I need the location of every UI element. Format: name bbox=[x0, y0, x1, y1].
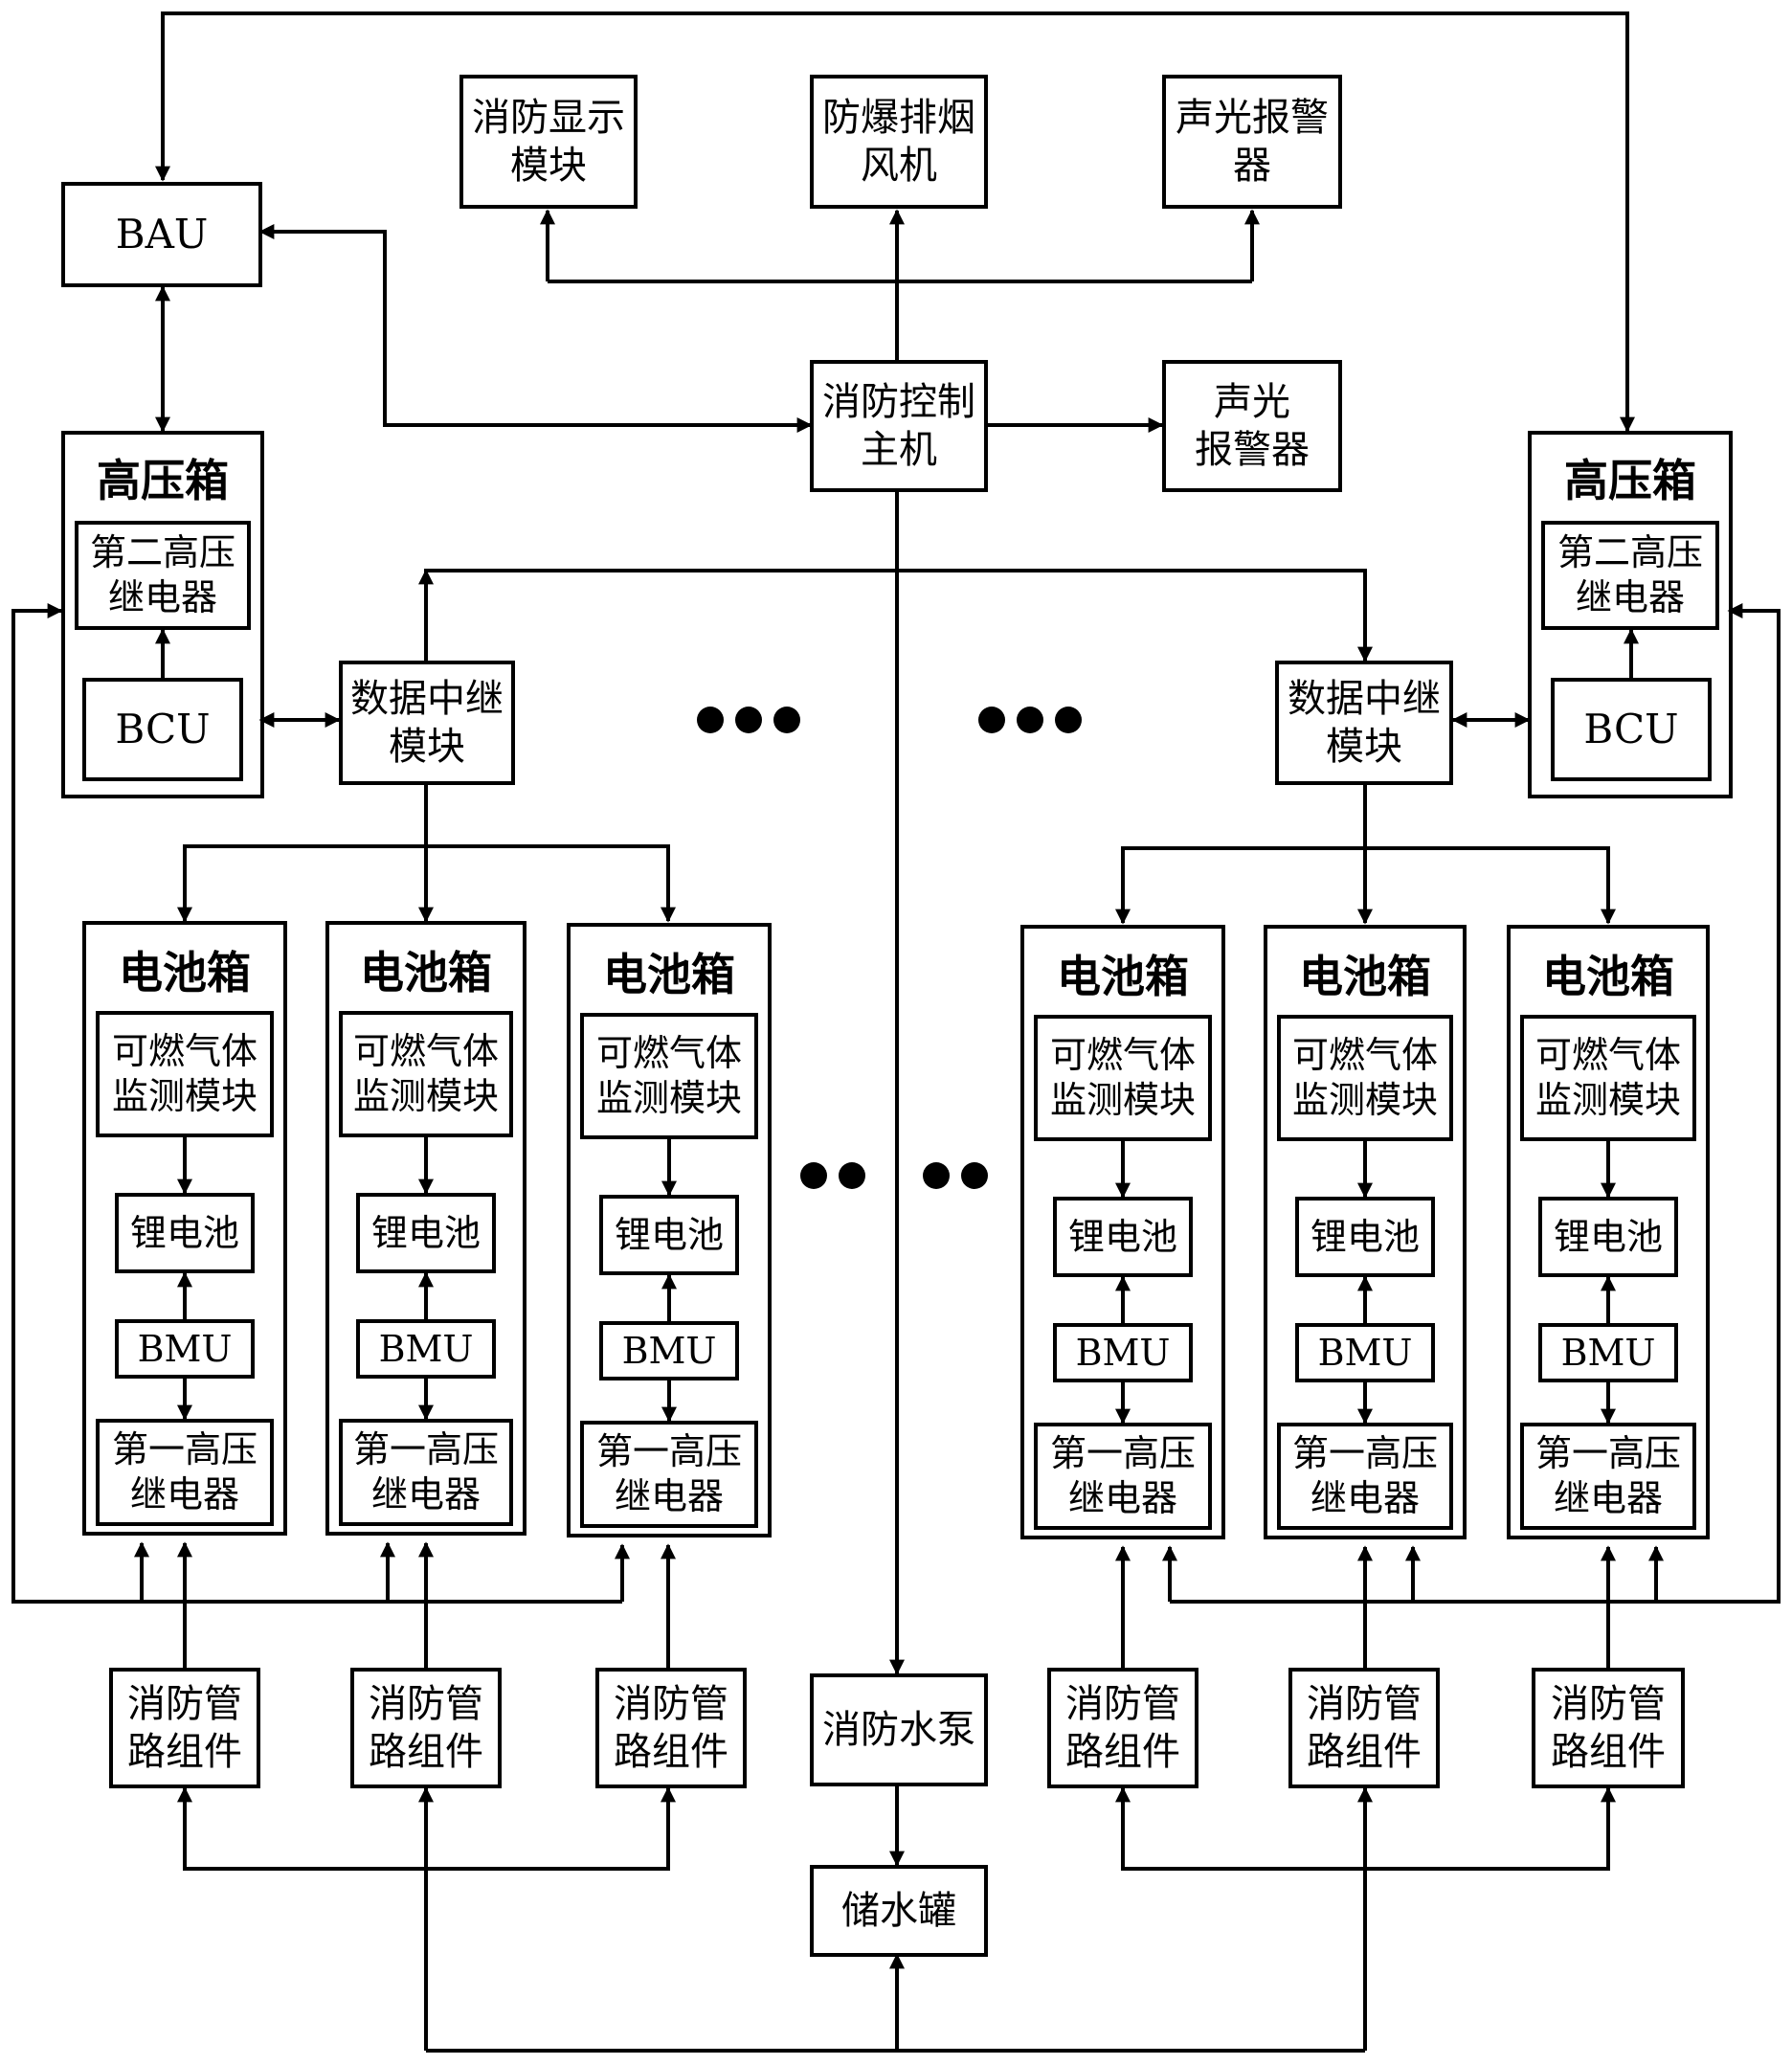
battery-box-title: 电池箱 bbox=[1057, 951, 1189, 1002]
battery-box: 电池箱 bbox=[82, 921, 287, 1536]
ellipsis-dot bbox=[773, 707, 800, 733]
first-hv-relay: 第一高压 继电器 bbox=[580, 1421, 758, 1528]
fire-display-module: 消防显示 模块 bbox=[459, 75, 638, 209]
bmu: BMU bbox=[1053, 1323, 1193, 1382]
ellipsis-dot bbox=[1017, 707, 1043, 733]
battery-box: 电池箱 bbox=[1264, 925, 1467, 1539]
lithium-battery: 锂电池 bbox=[599, 1195, 739, 1275]
fire-pipe-assembly: 消防管 路组件 bbox=[1288, 1668, 1440, 1788]
ellipsis-dot bbox=[735, 707, 762, 733]
first-hv-relay: 第一高压 继电器 bbox=[1034, 1423, 1212, 1530]
ellipsis-dot bbox=[1055, 707, 1082, 733]
combustible-gas-monitor: 可燃气体 监测模块 bbox=[1277, 1015, 1453, 1141]
bmu: BMU bbox=[1538, 1323, 1678, 1382]
combustible-gas-monitor: 可燃气体 监测模块 bbox=[580, 1013, 758, 1139]
ellipsis-dot bbox=[839, 1162, 865, 1189]
fire-pipe-assembly: 消防管 路组件 bbox=[350, 1668, 502, 1788]
battery-box-title: 电池箱 bbox=[1542, 951, 1674, 1002]
first-hv-relay: 第一高压 继电器 bbox=[96, 1419, 274, 1526]
battery-box: 电池箱 bbox=[567, 923, 772, 1538]
bcu-left: BCU bbox=[82, 678, 243, 781]
second-hv-relay-left: 第二高压 继电器 bbox=[75, 521, 251, 630]
high-voltage-box-right: 高压箱 bbox=[1528, 431, 1733, 798]
battery-box: 电池箱 bbox=[1507, 925, 1710, 1539]
battery-box-title: 电池箱 bbox=[1299, 951, 1431, 1002]
high-voltage-box-left: 高压箱 bbox=[61, 431, 264, 798]
ellipsis-dot bbox=[978, 707, 1005, 733]
bmu: BMU bbox=[115, 1319, 255, 1379]
lithium-battery: 锂电池 bbox=[1538, 1197, 1678, 1277]
data-relay-module-right: 数据中继 模块 bbox=[1275, 661, 1453, 785]
lithium-battery: 锂电池 bbox=[115, 1193, 255, 1273]
lithium-battery: 锂电池 bbox=[1053, 1197, 1193, 1277]
bmu: BMU bbox=[1295, 1323, 1435, 1382]
combustible-gas-monitor: 可燃气体 监测模块 bbox=[1520, 1015, 1696, 1141]
battery-box: 电池箱 bbox=[325, 921, 526, 1536]
smoke-exhaust-fan: 防爆排烟 风机 bbox=[810, 75, 988, 209]
fire-pipe-assembly: 消防管 路组件 bbox=[109, 1668, 260, 1788]
fire-pipe-assembly: 消防管 路组件 bbox=[1532, 1668, 1685, 1788]
high-voltage-box-title: 高压箱 bbox=[1564, 455, 1696, 506]
data-relay-module-left: 数据中继 模块 bbox=[339, 661, 515, 785]
combustible-gas-monitor: 可燃气体 监测模块 bbox=[1034, 1015, 1212, 1141]
combustible-gas-monitor: 可燃气体 监测模块 bbox=[339, 1011, 513, 1137]
battery-box-title: 电池箱 bbox=[360, 947, 492, 999]
first-hv-relay: 第一高压 继电器 bbox=[339, 1419, 513, 1526]
lithium-battery: 锂电池 bbox=[356, 1193, 496, 1273]
first-hv-relay: 第一高压 继电器 bbox=[1277, 1423, 1453, 1530]
second-hv-relay-right: 第二高压 继电器 bbox=[1541, 521, 1719, 630]
bcu-right: BCU bbox=[1551, 678, 1712, 781]
ellipsis-dot bbox=[923, 1162, 950, 1189]
sound-light-alarm-mid: 声光 报警器 bbox=[1162, 360, 1342, 492]
battery-box-title: 电池箱 bbox=[119, 947, 251, 999]
fire-water-pump: 消防水泵 bbox=[810, 1673, 988, 1786]
first-hv-relay: 第一高压 继电器 bbox=[1520, 1423, 1696, 1530]
lithium-battery: 锂电池 bbox=[1295, 1197, 1435, 1277]
fire-pipe-assembly: 消防管 路组件 bbox=[595, 1668, 747, 1788]
ellipsis-dot bbox=[800, 1162, 827, 1189]
sound-light-alarm-top: 声光报警 器 bbox=[1162, 75, 1342, 209]
water-storage-tank: 储水罐 bbox=[810, 1865, 988, 1957]
bmu: BMU bbox=[356, 1319, 496, 1379]
combustible-gas-monitor: 可燃气体 监测模块 bbox=[96, 1011, 274, 1137]
battery-box: 电池箱 bbox=[1020, 925, 1225, 1539]
fire-control-host: 消防控制 主机 bbox=[810, 360, 988, 492]
bmu: BMU bbox=[599, 1321, 739, 1380]
high-voltage-box-title: 高压箱 bbox=[97, 455, 229, 506]
fire-pipe-assembly: 消防管 路组件 bbox=[1047, 1668, 1198, 1788]
battery-box-title: 电池箱 bbox=[603, 949, 735, 1000]
bau-box: BAU bbox=[61, 182, 262, 287]
ellipsis-dot bbox=[697, 707, 724, 733]
ellipsis-dot bbox=[961, 1162, 988, 1189]
